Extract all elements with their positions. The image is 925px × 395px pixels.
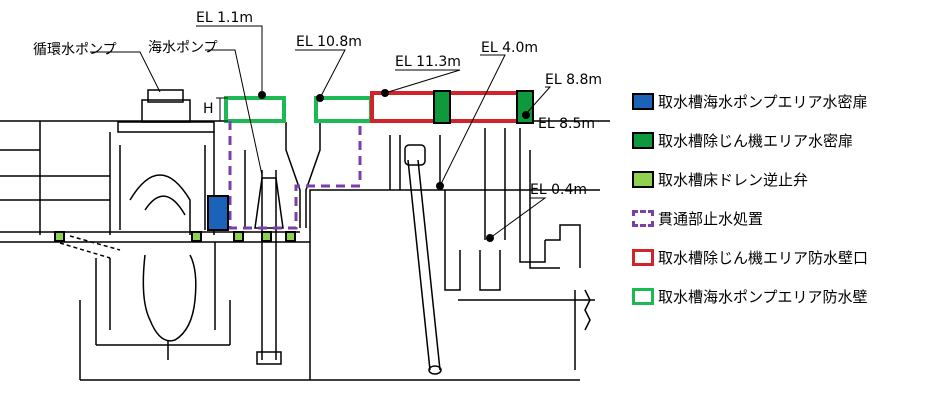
legend-label: 取水槽除じん機エリア水密扉 [658,131,854,150]
el-0-4-label: EL 0.4m [530,182,587,198]
green-outline-icon [632,287,654,305]
legend-item-seawater-door: 取水槽海水ポンプエリア水密扉 [632,88,868,114]
legend-label: 貫通部止水処置 [658,209,764,228]
h-dimension [216,97,228,122]
structure-lines [0,89,610,381]
purple-dashed-icon [632,209,654,227]
green-door-icon [632,131,654,149]
el-8-5-label: EL 8.5m [538,116,595,132]
legend-label: 取水槽床ドレン逆止弁 [658,170,809,189]
h-label: H [203,101,214,117]
blue-door-icon [632,92,654,110]
legend-label: 取水槽海水ポンプエリア防水壁 [658,287,868,306]
legend-label: 取水槽除じん機エリア防水壁口 [658,248,869,267]
seawater-flood-wall-left [224,96,286,123]
legend-item-penetration-seal: 貫通部止水処置 [632,205,763,231]
seawater-flood-wall-right [314,96,373,123]
penetration-seal-outline [228,121,362,230]
drain-check-valves [54,231,296,242]
el-8-8-label: EL 8.8m [545,72,602,88]
legend-item-screen-wall: 取水槽除じん機エリア防水壁口 [632,244,868,270]
seawater-pump-label: 海水ポンプ [148,40,218,56]
screen-watertight-doors [433,90,534,124]
el-11-3-label: EL 11.3m [395,54,461,70]
lightgreen-valve-icon [632,170,654,188]
legend-item-check-valve: 取水槽床ドレン逆止弁 [632,166,808,192]
legend-item-seawater-wall: 取水槽海水ポンプエリア防水壁 [632,283,868,309]
leader-lines [90,25,552,239]
seawater-watertight-door [207,195,229,231]
leader-dots [258,89,530,242]
legend-label: 取水槽海水ポンプエリア水密扉 [658,92,868,111]
red-outline-icon [632,248,654,266]
el-1-1-label: EL 1.1m [196,10,253,26]
el-10-8-label: EL 10.8m [296,34,362,50]
circulating-pump-label: 循環水ポンプ [33,42,117,58]
legend-item-screen-door: 取水槽除じん機エリア水密扉 [632,127,853,153]
el-4-0-label: EL 4.0m [481,40,538,56]
